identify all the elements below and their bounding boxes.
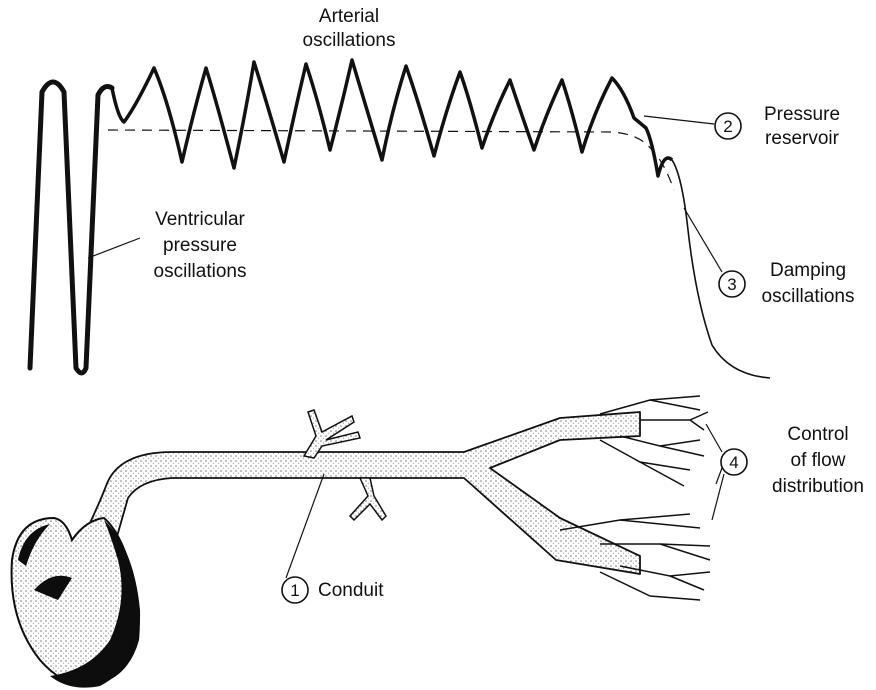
leader-control-1 xyxy=(706,424,722,452)
pressure-reservoir-mean-line xyxy=(108,130,674,190)
label-arterial-oscillations: Arterial oscillations xyxy=(303,6,396,51)
pressure-trace xyxy=(30,60,770,378)
marker-1: 1 xyxy=(282,577,308,603)
pressure-label-line-1: Pressure xyxy=(764,104,840,125)
marker-1-number: 1 xyxy=(290,581,299,600)
leader-conduit xyxy=(286,474,324,578)
heart xyxy=(12,518,141,688)
control-label-line-1: Control xyxy=(787,424,848,445)
damping-label-line-1: Damping xyxy=(770,260,846,281)
ventricular-label-line-3: oscillations xyxy=(154,261,247,282)
pressure-label-line-2: reservoir xyxy=(765,128,840,149)
ventricular-pressure-wave-inner xyxy=(30,92,76,368)
arterial-tree xyxy=(62,396,710,600)
arterial-label-line-1: Arterial xyxy=(319,6,379,27)
control-label-line-3: distribution xyxy=(772,476,864,497)
ventricular-pressure-wave-1 xyxy=(30,82,112,373)
damping-decay-curve xyxy=(672,160,770,378)
leader-control-2 xyxy=(716,468,722,484)
leader-pressure-reservoir xyxy=(644,116,714,124)
conduit-label: Conduit xyxy=(318,580,384,601)
marker-4: 4 xyxy=(721,449,747,475)
leader-lines xyxy=(88,116,724,578)
marker-2: 2 xyxy=(715,113,741,139)
ventricular-label-line-1: Ventricular xyxy=(155,209,245,230)
arterial-label-line-2: oscillations xyxy=(303,30,396,51)
marker-2-number: 2 xyxy=(723,117,732,136)
marker-3: 3 xyxy=(719,271,745,297)
label-conduit: Conduit xyxy=(318,580,384,601)
label-pressure-reservoir: Pressure reservoir xyxy=(764,104,840,149)
marker-4-number: 4 xyxy=(729,453,738,472)
control-label-line-2: of flow xyxy=(791,450,846,471)
ventricular-label-line-2: pressure xyxy=(163,235,237,256)
leader-control-3 xyxy=(712,474,724,520)
label-damping-oscillations: Damping oscillations xyxy=(762,260,855,307)
label-ventricular-pressure-oscillations: Ventricular pressure oscillations xyxy=(154,209,247,282)
label-control-of-flow-distribution: Control of flow distribution xyxy=(772,424,864,497)
damping-label-line-2: oscillations xyxy=(762,286,855,307)
upper-arteriole-branches xyxy=(600,396,708,486)
marker-3-number: 3 xyxy=(727,275,736,294)
lower-side-branch xyxy=(350,478,386,520)
leader-ventricular xyxy=(88,238,140,258)
arterial-oscillation-trace xyxy=(112,60,672,176)
upper-side-branch xyxy=(304,410,360,458)
